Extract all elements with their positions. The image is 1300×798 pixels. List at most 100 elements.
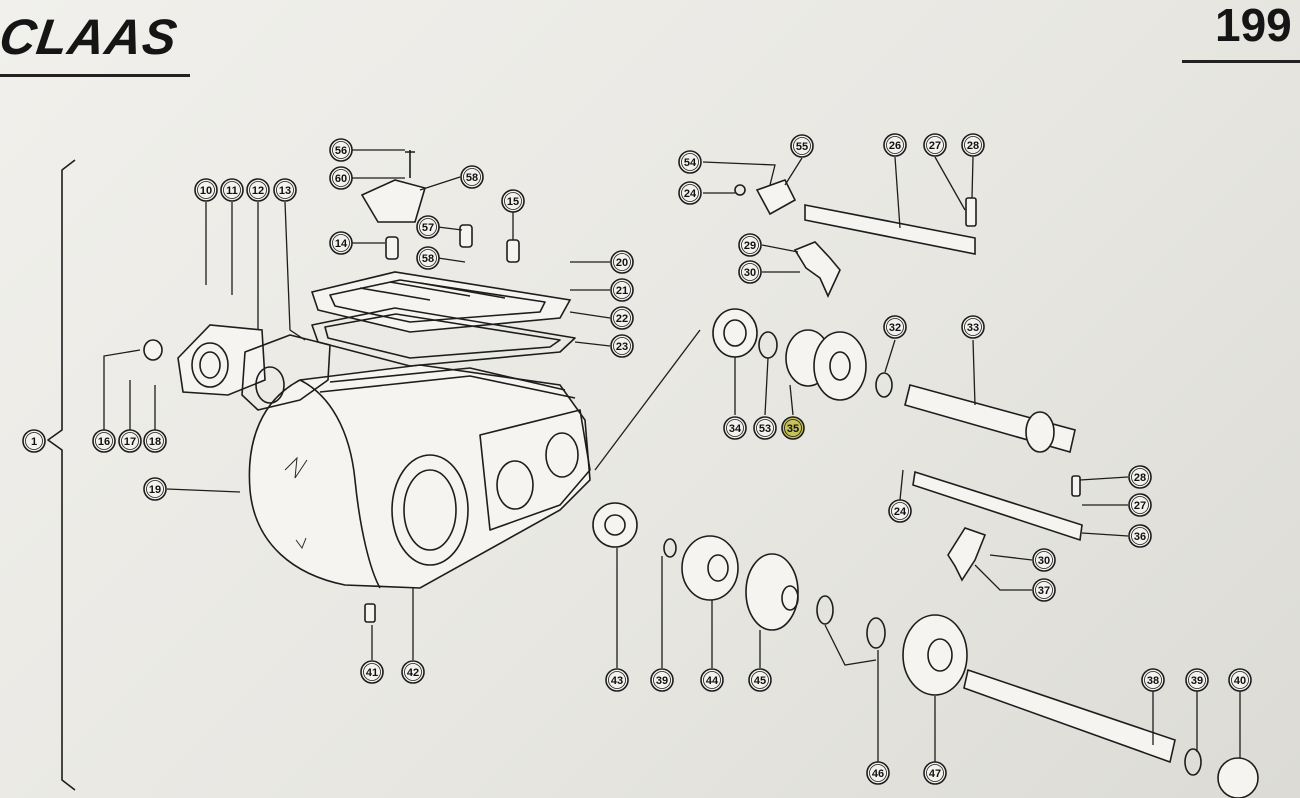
callout-inner-ring [121,432,139,450]
callout-label: 24 [684,188,697,200]
callout-inner-ring [463,168,481,186]
output-nut [1217,757,1259,798]
callout-label: 41 [366,667,378,679]
callout-inner-ring [756,419,774,437]
callout-label: 1 [31,436,37,448]
callout-ring [781,416,805,440]
callout-ring [610,334,634,358]
callout-label: 55 [796,141,808,153]
callout-label: 23 [616,341,628,353]
shift-fork-upper [793,241,841,298]
callout-inner-ring [419,249,437,267]
callout-56: 56 [329,138,353,162]
callout-47: 47 [923,761,947,785]
callout-inner-ring [332,234,350,252]
callout-label: 30 [744,267,756,279]
callout-24: 24 [888,499,912,523]
callout-label: 28 [1134,472,1146,484]
seal-ring [143,339,163,361]
callout-23: 23 [610,334,634,358]
callout-label: 14 [335,238,348,250]
callout-ring [700,668,724,692]
callout-inner-ring [146,432,164,450]
callout-label: 18 [149,436,161,448]
gear-45 [745,553,799,631]
callout-29: 29 [738,233,762,257]
callout-1: 1 [22,429,46,453]
output-shaft [963,668,1176,764]
shift-rod-upper [804,204,976,255]
callout-36: 36 [1128,524,1152,548]
callout-label: 33 [967,322,979,334]
callout-ring [273,178,297,202]
callout-ring [416,215,440,239]
callout-ring [1141,668,1165,692]
callout-inner-ring [926,136,944,154]
callout-inner-ring [249,181,267,199]
brand-underline [0,74,190,77]
callout-inner-ring [613,337,631,355]
callout-ring [118,429,142,453]
callout-label: 21 [616,285,628,297]
callout-label: 35 [787,423,799,435]
callout-ring [748,668,772,692]
callout-39: 39 [650,668,674,692]
callout-label: 39 [656,675,668,687]
callout-ring [329,231,353,255]
callout-22: 22 [610,306,634,330]
gear-47 [902,614,968,696]
callout-30: 30 [738,260,762,284]
callout-ring [961,133,985,157]
callout-ring [790,134,814,158]
callout-16: 16 [92,429,116,453]
callout-inner-ring [95,432,113,450]
callout-inner-ring [404,663,422,681]
callout-14: 14 [329,231,353,255]
callout-55: 55 [790,134,814,158]
callout-58: 58 [416,246,440,270]
shift-rod-lower [912,470,1083,542]
callout-28: 28 [961,133,985,157]
callout-inner-ring [886,136,904,154]
callout-ring [1032,578,1056,602]
callout-32: 32 [883,315,907,339]
callout-ring [738,233,762,257]
gearbox-housing [248,364,591,589]
callout-inner-ring [681,184,699,202]
callout-27: 27 [1128,493,1152,517]
callout-ring [678,150,702,174]
callout-inner-ring [608,671,626,689]
callout-inner-ring [793,137,811,155]
callout-33: 33 [961,315,985,339]
callout-label: 57 [422,222,434,234]
callout-label: 34 [729,423,742,435]
selector-block [360,179,426,223]
callout-label: 11 [226,185,238,197]
callout-ring [1128,465,1152,489]
callout-35: 35 [781,416,805,440]
assembly-bracket [47,159,76,791]
callout-20: 20 [610,250,634,274]
callout-ring [753,416,777,440]
callout-label: 19 [149,484,161,496]
callout-inner-ring [703,671,721,689]
callout-label: 40 [1234,675,1246,687]
callout-inner-ring [146,480,164,498]
callout-inner-ring [869,764,887,782]
callout-ring [143,477,167,501]
callout-label: 36 [1134,531,1146,543]
callout-42: 42 [401,660,425,684]
callout-label: 22 [616,313,628,325]
callout-label: 42 [407,667,419,679]
callout-ring [1185,668,1209,692]
callout-label: 27 [1134,500,1146,512]
callout-17: 17 [118,429,142,453]
callout-label: 13 [279,185,291,197]
callout-ring [605,668,629,692]
callout-ring [22,429,46,453]
callout-ring [961,315,985,339]
callout-57: 57 [416,215,440,239]
